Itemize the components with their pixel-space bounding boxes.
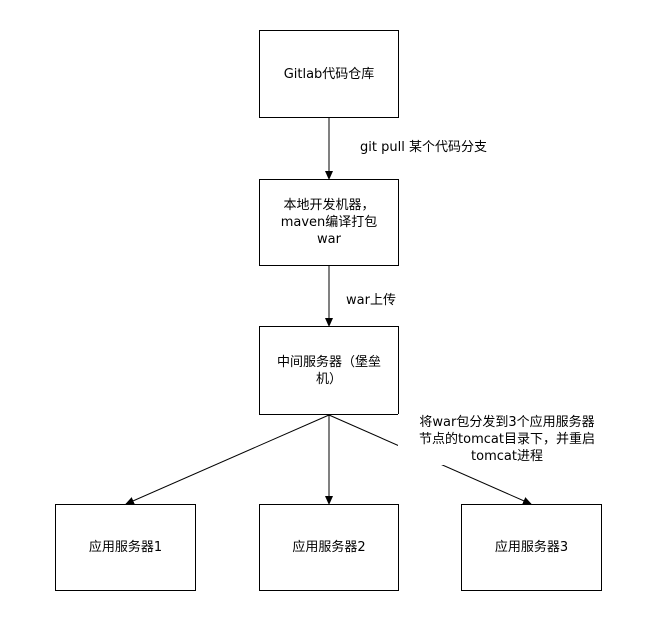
node-app-server-2: 应用服务器2 xyxy=(259,504,399,591)
node-gitlab-repo-label: Gitlab代码仓库 xyxy=(283,66,375,82)
edge-label-distribute: 将war包分发到3个应用服务器 节点的tomcat目录下，并重启 tomcat进… xyxy=(398,414,616,465)
node-bastion-server-label: 中间服务器（堡垒 机） xyxy=(276,354,381,387)
node-local-dev-machine: 本地开发机器， maven编译打包 war xyxy=(259,179,399,266)
node-local-dev-machine-label: 本地开发机器， maven编译打包 war xyxy=(280,198,378,247)
node-gitlab-repo: Gitlab代码仓库 xyxy=(259,30,399,118)
node-app-server-2-label: 应用服务器2 xyxy=(292,540,366,555)
node-app-server-1-label: 应用服务器1 xyxy=(88,540,163,555)
node-app-server-1: 应用服务器1 xyxy=(55,504,196,591)
node-app-server-3: 应用服务器3 xyxy=(461,504,602,591)
edge-label-git-pull: git pull 某个代码分支 xyxy=(360,139,487,156)
node-bastion-server: 中间服务器（堡垒 机） xyxy=(259,326,399,415)
edge-label-war-upload: war上传 xyxy=(346,292,396,309)
node-app-server-3-label: 应用服务器3 xyxy=(494,540,569,555)
edge-bastion-to-app1 xyxy=(125,414,330,505)
